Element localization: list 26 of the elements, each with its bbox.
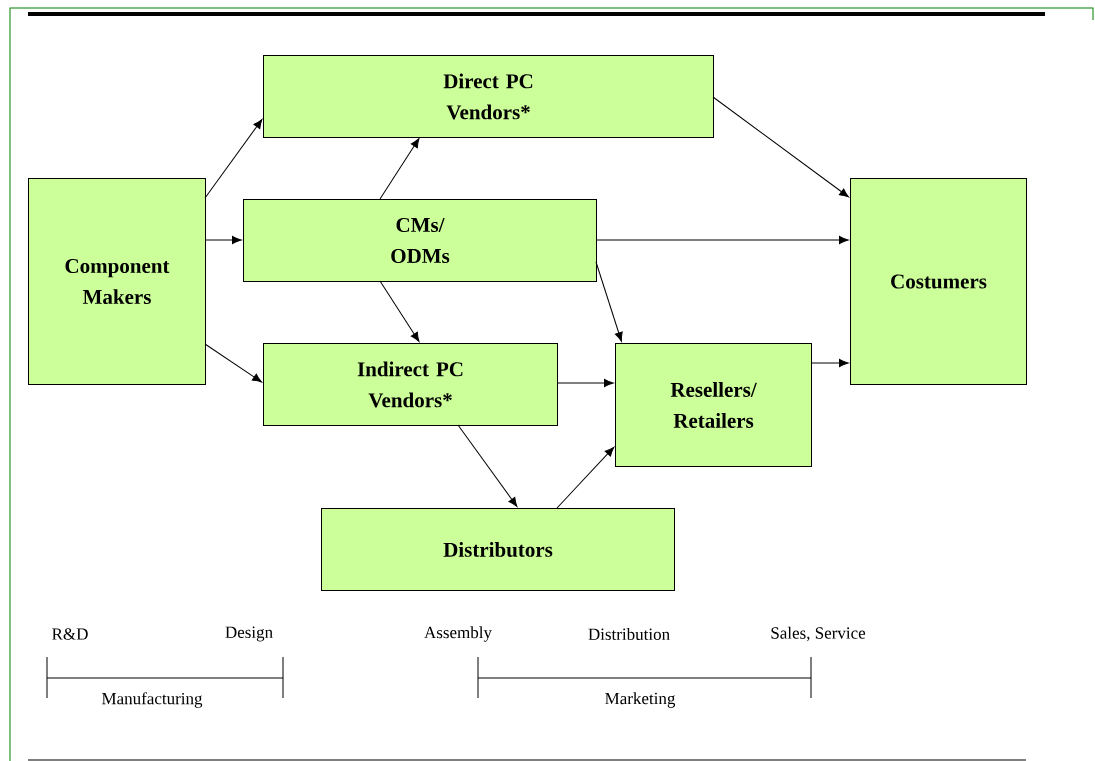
arrow bbox=[712, 96, 849, 198]
process-box: Distributors bbox=[321, 508, 675, 591]
stage-label: R&D bbox=[52, 628, 88, 640]
arrow bbox=[204, 235, 242, 245]
arrow bbox=[556, 378, 614, 388]
process-box: Indirect PC Vendors* bbox=[263, 343, 558, 426]
arrow bbox=[204, 343, 262, 383]
process-box: Component Makers bbox=[28, 178, 206, 385]
process-box: Direct PC Vendors* bbox=[263, 55, 714, 138]
stage-label: Sales, Service bbox=[771, 626, 866, 642]
process-box: CMs/ ODMs bbox=[243, 199, 597, 282]
process-box: Resellers/ Retailers bbox=[615, 343, 812, 467]
arrow bbox=[595, 261, 623, 342]
arrow bbox=[810, 358, 849, 368]
stage-label: Assembly bbox=[424, 626, 492, 642]
process-box: Costumers bbox=[850, 178, 1027, 385]
arrow bbox=[379, 138, 420, 200]
stage-label: Design bbox=[225, 626, 273, 642]
arrow bbox=[457, 424, 518, 507]
stage-label: Marketing bbox=[605, 692, 676, 708]
arrow bbox=[379, 280, 420, 342]
arrow bbox=[204, 119, 263, 199]
arrow bbox=[556, 446, 615, 509]
arrow bbox=[595, 235, 849, 245]
stage-label: Manufacturing bbox=[102, 692, 203, 708]
stage-label: Distribution bbox=[588, 628, 670, 640]
